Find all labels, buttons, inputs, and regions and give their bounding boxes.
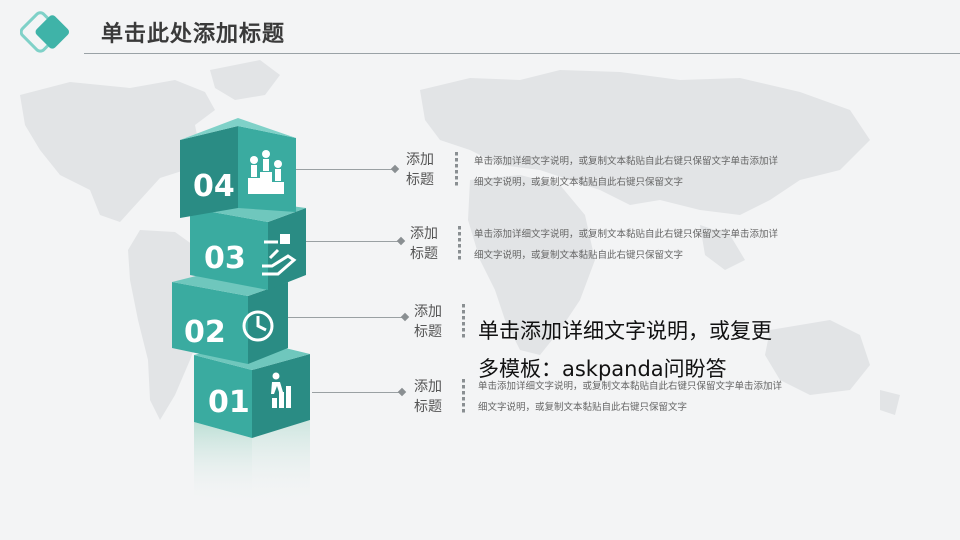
page-title: 单击此处添加标题 — [101, 22, 286, 47]
cube-stack: 04 03 02 01 — [172, 118, 310, 505]
connector-01 — [312, 392, 400, 393]
cube-number-03: 03 — [204, 241, 246, 276]
row-04-desc-line1: 单击添加详细文字说明，或复制文本黏贴自此右键只保留文字单击添加详 — [474, 156, 779, 167]
row-04-dots — [455, 152, 458, 188]
row-03-description: 单击添加详细文字说明，或复制文本黏贴自此右键只保留文字单击添加详 细文字说明，或… — [474, 224, 834, 266]
row-03-label-line2: 标题 — [410, 246, 438, 262]
overlay-text: 单击添加详细文字说明，或复更 多模板：askpanda问盼答 — [478, 312, 828, 388]
row-03-label: 添加 标题 — [410, 224, 438, 264]
cube-number-02: 02 — [184, 315, 226, 350]
connector-02 — [288, 317, 404, 318]
clock-icon — [242, 310, 274, 342]
row-04-label-line2: 标题 — [406, 172, 434, 188]
row-01-desc-line2: 细文字说明，或复制文本黏贴自此右键只保留文字 — [478, 402, 688, 413]
header-divider — [84, 53, 960, 54]
podium-people-icon — [248, 150, 284, 194]
row-03-dots — [458, 226, 461, 262]
connector-04 — [296, 169, 394, 170]
row-03-desc-line1: 单击添加详细文字说明，或复制文本黏贴自此右键只保留文字单击添加详 — [474, 229, 779, 240]
row-01-desc-line1: 单击添加详细文字说明，或复制文本黏贴自此右键只保留文字单击添加详 — [478, 381, 783, 392]
cube-number-01: 01 — [208, 385, 250, 420]
row-01-dots — [462, 379, 465, 415]
row-04-desc-line2: 细文字说明，或复制文本黏贴自此右键只保留文字 — [474, 177, 684, 188]
row-03-label-line1: 添加 — [410, 226, 438, 242]
row-04-description: 单击添加详细文字说明，或复制文本黏贴自此右键只保留文字单击添加详 细文字说明，或… — [474, 151, 834, 193]
row-01-label: 添加 标题 — [414, 377, 442, 417]
overlay-text-line1: 单击添加详细文字说明，或复更 — [478, 319, 772, 343]
row-02-label: 添加 标题 — [414, 302, 442, 342]
cube-reflection — [194, 420, 310, 505]
header-diamond-logo — [20, 11, 70, 53]
row-02-label-line1: 添加 — [414, 304, 442, 320]
row-01-label-line1: 添加 — [414, 379, 442, 395]
overlay-text-line2: 多模板：askpanda问盼答 — [478, 357, 727, 381]
row-02-dots — [462, 304, 465, 340]
row-02-label-line2: 标题 — [414, 324, 442, 340]
row-04-label-line1: 添加 — [406, 152, 434, 168]
connector-03 — [306, 241, 400, 242]
row-04-label: 添加 标题 — [406, 150, 434, 190]
row-03-desc-line2: 细文字说明，或复制文本黏贴自此右键只保留文字 — [474, 250, 684, 261]
hand-giving-icon — [262, 234, 297, 276]
row-01-label-line2: 标题 — [414, 399, 442, 415]
row-01-description: 单击添加详细文字说明，或复制文本黏贴自此右键只保留文字单击添加详 细文字说明，或… — [478, 376, 838, 418]
growth-climber-icon — [271, 372, 291, 408]
cube-number-04: 04 — [193, 169, 235, 204]
